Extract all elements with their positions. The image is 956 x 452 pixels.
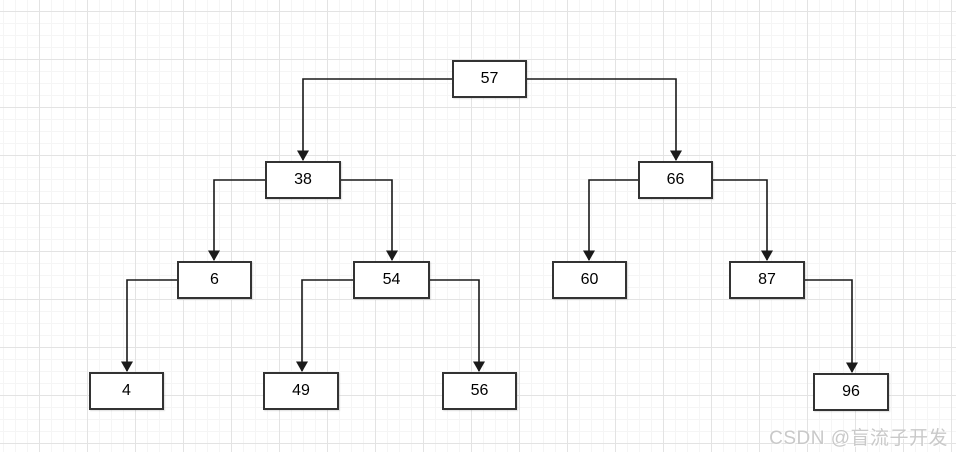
node-value: 60 — [580, 271, 599, 288]
tree-node-49: 49 — [263, 372, 339, 410]
tree-node-60: 60 — [552, 261, 627, 299]
node-value: 49 — [292, 382, 310, 399]
node-value: 6 — [210, 271, 219, 288]
edge-57-to-66 — [527, 78, 682, 161]
node-value: 87 — [758, 271, 776, 288]
tree-node-87: 87 — [729, 261, 805, 299]
edge-38-to-54 — [341, 179, 398, 261]
edge-66-to-87 — [713, 179, 773, 261]
tree-node-56: 56 — [442, 372, 517, 410]
tree-node-4: 4 — [89, 372, 164, 410]
edge-66-to-60 — [583, 179, 638, 261]
tree-node-38: 38 — [265, 161, 341, 199]
node-value: 54 — [382, 271, 401, 288]
tree-node-96: 96 — [813, 373, 889, 411]
edge-54-to-56 — [430, 279, 485, 372]
node-value: 38 — [294, 171, 312, 188]
node-value: 56 — [470, 382, 489, 399]
node-value: 96 — [842, 383, 860, 400]
edge-6-to-4 — [121, 279, 177, 372]
tree-node-66: 66 — [638, 161, 713, 199]
node-value: 4 — [122, 382, 131, 399]
watermark: CSDN @盲流子开发 — [769, 428, 948, 449]
edge-87-to-96 — [805, 279, 858, 373]
tree-node-6: 6 — [177, 261, 252, 299]
edge-57-to-38 — [297, 78, 452, 161]
node-value: 66 — [666, 171, 685, 188]
node-value: 57 — [480, 70, 499, 87]
edge-38-to-6 — [208, 179, 265, 261]
tree-node-57: 57 — [452, 60, 527, 98]
tree-node-54: 54 — [353, 261, 430, 299]
edge-54-to-49 — [296, 279, 353, 372]
